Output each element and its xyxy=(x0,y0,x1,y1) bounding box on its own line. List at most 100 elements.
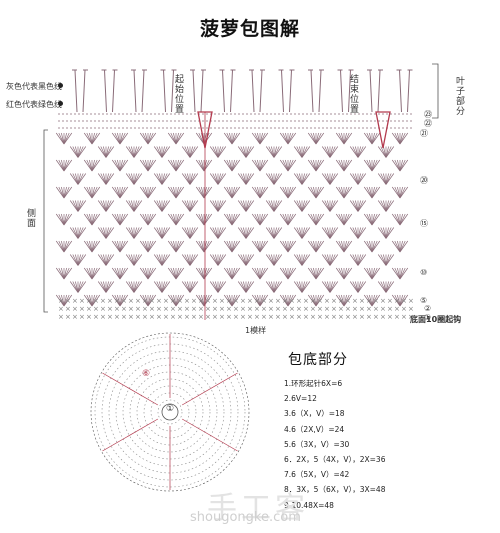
fan-stitch xyxy=(119,294,126,307)
fan-stitch xyxy=(147,267,154,280)
fan-stitch xyxy=(366,294,373,307)
fan-stitch xyxy=(279,132,289,145)
fan-stitch xyxy=(100,146,107,158)
fan-stitch xyxy=(58,186,65,199)
round-ring xyxy=(101,343,239,481)
fan-stitch xyxy=(357,227,361,239)
fan-stitch xyxy=(215,254,219,266)
base-cross: × xyxy=(366,313,372,321)
fan-stitch xyxy=(296,200,303,212)
fan-stitch xyxy=(231,294,241,307)
fan-stitch xyxy=(119,240,123,253)
fan-stitch xyxy=(147,159,154,172)
fan-stitch xyxy=(231,267,235,280)
base-cross: × xyxy=(401,313,407,321)
fan-stitch xyxy=(147,213,151,226)
fan-stitch xyxy=(273,227,280,239)
fan-stitch xyxy=(105,254,112,266)
fan-stitch xyxy=(363,132,373,145)
leaf-stitch xyxy=(278,69,284,113)
base-cross: × xyxy=(394,297,400,305)
fan-stitch xyxy=(329,254,339,266)
fan-stitch xyxy=(209,173,219,185)
fan-stitch xyxy=(321,254,331,266)
base-cross: × xyxy=(394,305,400,313)
fan-stitch xyxy=(111,267,121,280)
fan-stitch xyxy=(287,186,297,199)
fan-stitch xyxy=(394,240,401,253)
fan-stitch xyxy=(329,200,336,212)
fan-stitch xyxy=(279,159,289,172)
fan-stitch xyxy=(63,267,70,280)
fan-stitch xyxy=(231,186,235,199)
fan-stitch xyxy=(265,281,275,293)
fan-stitch xyxy=(105,173,112,185)
base-cross: × xyxy=(394,313,400,321)
side-label: 侧面 xyxy=(25,208,35,228)
fan-stitch xyxy=(77,281,81,293)
fan-stitch xyxy=(357,173,367,185)
fan-stitch xyxy=(61,267,65,280)
fan-stitch xyxy=(245,146,249,158)
fan-stitch xyxy=(315,294,319,307)
fan-stitch xyxy=(147,186,157,199)
fan-stitch xyxy=(240,281,247,293)
base-cross: × xyxy=(156,305,162,313)
fan-stitch xyxy=(145,186,149,199)
fan-stitch xyxy=(217,227,224,239)
fan-stitch xyxy=(259,213,263,226)
fan-stitch xyxy=(251,240,261,253)
fan-stitch xyxy=(103,200,107,212)
fan-stitch xyxy=(91,240,101,253)
base-cross: × xyxy=(275,297,281,305)
fan-stitch xyxy=(142,240,149,253)
fan-stitch xyxy=(369,159,373,172)
fan-stitch xyxy=(209,227,219,239)
fan-stitch xyxy=(343,132,347,145)
fan-stitch xyxy=(254,294,261,307)
fan-stitch xyxy=(133,281,137,293)
watermark-url: shougongke.com xyxy=(190,510,301,525)
fan-stitch xyxy=(217,200,224,212)
fan-stitch xyxy=(161,200,171,212)
fan-stitch xyxy=(63,186,73,199)
legend-red-line: 红色代表绿色线 xyxy=(6,100,62,109)
fan-stitch xyxy=(293,173,303,185)
fan-stitch xyxy=(167,159,177,172)
fan-stitch xyxy=(279,213,289,226)
fan-stitch xyxy=(315,186,322,199)
fan-stitch xyxy=(215,173,219,185)
round-seam xyxy=(102,372,159,406)
fan-stitch xyxy=(105,173,115,185)
fan-stitch xyxy=(310,159,317,172)
fan-stitch xyxy=(77,254,87,266)
fan-stitch xyxy=(147,294,157,307)
fan-stitch xyxy=(313,267,317,280)
fan-stitch xyxy=(254,186,261,199)
fan-stitch xyxy=(175,267,185,280)
fan-stitch xyxy=(105,227,109,239)
fan-stitch xyxy=(327,227,331,239)
fan-stitch xyxy=(363,159,373,172)
fan-stitch xyxy=(201,294,205,307)
fan-stitch xyxy=(254,213,261,226)
fan-stitch xyxy=(338,294,345,307)
fan-stitch xyxy=(357,146,367,158)
fan-stitch xyxy=(100,227,107,239)
fan-stitch xyxy=(394,132,401,145)
fan-stitch xyxy=(329,254,333,266)
fan-stitch xyxy=(397,240,401,253)
fan-stitch xyxy=(245,200,249,212)
fan-stitch xyxy=(217,281,224,293)
fan-stitch xyxy=(399,294,406,307)
fan-stitch xyxy=(324,173,331,185)
row-number-22: ㉒ xyxy=(424,119,432,128)
fan-stitch xyxy=(119,213,123,226)
step-item: 1.环形起针6X=6 xyxy=(284,379,343,388)
fan-stitch xyxy=(133,227,137,239)
fan-stitch xyxy=(355,200,359,212)
fan-stitch xyxy=(189,281,193,293)
fan-stitch xyxy=(69,146,79,158)
base-cross: × xyxy=(324,313,330,321)
fan-stitch xyxy=(145,294,149,307)
